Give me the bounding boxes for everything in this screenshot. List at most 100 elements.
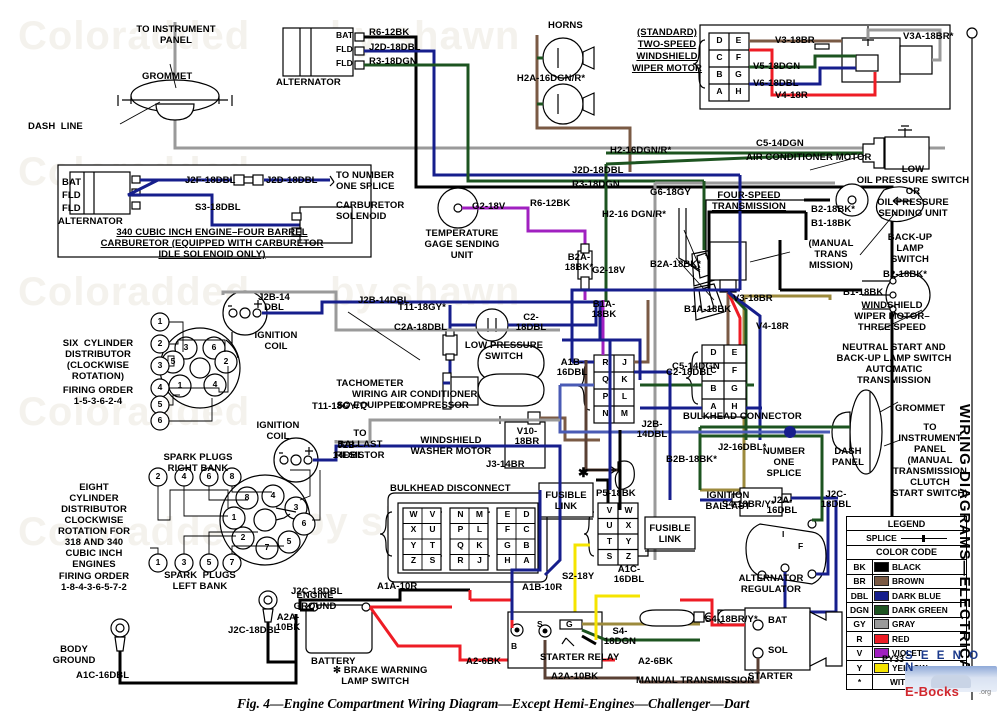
ebook-seen-text: S E E N O N <box>905 650 981 674</box>
label-alternator-regulator: ALTERNATOR REGULATOR <box>738 573 804 595</box>
p5-z: Z <box>625 551 632 561</box>
wire-label-v5-18dgn: V5-18DGN <box>753 61 801 72</box>
wire-label-a2a-10bk-ground: A1C-16DBL <box>76 670 130 681</box>
label-to-ballast-resistor: TO BALLAST RESISTOR <box>335 428 385 461</box>
body-ground-symbol <box>110 614 298 685</box>
label-grommet-right: GROMMET <box>895 403 946 414</box>
page-code: PY33 <box>882 654 905 664</box>
oil-pressure-sending-unit <box>835 183 869 217</box>
label-dash-line: DASH LINE <box>28 121 83 132</box>
wire-label-j2d-18dbl-top: J2D-18DBL <box>369 42 421 53</box>
label-alternator-box: ALTERNATOR <box>58 216 123 227</box>
grommet-dash-line-top <box>117 22 945 150</box>
bd-b: B <box>523 540 530 550</box>
wire-label-c2-18dbl: C2-18DBL <box>666 367 713 378</box>
cn-l: L <box>621 391 628 401</box>
legend-splice-row: SPLICE <box>847 530 966 544</box>
cn-k: K <box>621 374 628 384</box>
figure-caption: Fig. 4—Engine Compartment Wiring Diagram… <box>237 696 750 711</box>
legend-row-v: V VIOLET <box>847 645 966 660</box>
wire-label-a1a-10r: A1A-10R <box>377 581 418 592</box>
legend-abbr: R <box>847 632 873 646</box>
ignition-coil-2 <box>264 418 410 493</box>
cn-j: J <box>622 357 627 367</box>
label-carburetor-solenoid: CARBURETOR SOLENOID <box>336 200 405 222</box>
label-ignition-ballast: IGNITION BALLAST <box>705 490 751 512</box>
legend-name: VIOLET <box>892 648 922 659</box>
label-alt-fld1-top: FLD <box>336 44 353 54</box>
bulk-pin-g: G <box>731 383 738 393</box>
wire-label-j2f-18dbl: J2F-18DBL <box>185 175 236 186</box>
wire-label-c5-14dgn: C5-14DGN <box>756 138 804 149</box>
six-term-1: 1 <box>157 316 163 326</box>
six-term-6: 6 <box>157 415 163 425</box>
eight-cap-3: 3 <box>293 502 299 512</box>
bd-t: T <box>429 540 436 550</box>
label-to-instrument-panel-top: TO INSTRUMENT PANEL <box>136 24 216 46</box>
p5-y: Y <box>625 536 632 546</box>
label-eight-cylinder-distributor: EIGHT CYLINDER DISTRIBUTOR CLOCKWISE ROT… <box>57 482 131 570</box>
legend-abbr: GY <box>847 617 873 632</box>
p5-x: X <box>625 520 632 530</box>
bulk-pin-e: E <box>731 347 738 357</box>
wire-label-j2a-16dbl: J2A- 16DBL <box>766 495 798 516</box>
label-neutral-start: NEUTRAL START AND BACK-UP LAMP SWITCH AU… <box>836 342 952 386</box>
six-term-5: 5 <box>157 399 163 409</box>
eight-lb-1: 1 <box>155 557 161 567</box>
wire-label-g2-18v-2: G2-18V <box>592 265 626 276</box>
wire-label-j2-16dbl: J2-16DBL* <box>718 442 767 453</box>
wire-label-p5-18bk: P5-18BK <box>596 488 636 499</box>
six-cap-6: 6 <box>211 342 217 352</box>
six-term-3: 3 <box>157 360 163 370</box>
wire-label-s4-18br-y-2: S4-18BR/Y* <box>705 614 758 625</box>
cn-r: R <box>602 357 609 367</box>
connector-vwuxtysz <box>573 478 649 642</box>
ebook-car-shape <box>931 675 971 688</box>
label-to-instrument-panel-right: TO INSTRUMENT PANEL (MANUAL TRANSMISSION… <box>892 422 968 499</box>
label-starter-bat: BAT <box>768 615 788 626</box>
eight-cap-6: 6 <box>301 518 307 528</box>
cn-q: Q <box>602 374 609 384</box>
ignition-ballast <box>700 487 838 517</box>
bulk-pin-f: F <box>731 365 738 375</box>
legend-abbr: V <box>847 646 873 660</box>
legend-swatch <box>874 561 889 572</box>
label-engine-340-box-title: 340 CUBIC INCH ENGINE–FOUR BARREL CARBUR… <box>100 227 324 260</box>
bd-a: A <box>523 555 530 565</box>
wire-label-s4-18dgn: S4- 18DGN <box>603 626 637 647</box>
fusible-link-1 <box>538 482 594 520</box>
bd-j: J <box>477 555 482 565</box>
wire-label-b2a-18bk-2: B2A- 18BK* <box>564 252 594 273</box>
bulk-pin-a: A <box>710 401 717 411</box>
legend-title: LEGEND <box>887 518 926 529</box>
legend-swatch <box>874 648 889 659</box>
label-six-cylinder-distributor: SIX CYLINDER DISTRIBUTOR (CLOCKWISE ROTA… <box>62 338 134 382</box>
eight-rb-4: 4 <box>181 471 187 481</box>
wire-label-b1-18bk: B1-18BK <box>811 218 852 229</box>
wire-label-t11-18gy: T11-18GY* <box>398 302 446 313</box>
legend-abbr: Y <box>847 660 873 675</box>
ebook-org-text: .org <box>979 689 992 696</box>
legend-swatch <box>874 605 889 616</box>
connector-bullet <box>233 174 264 186</box>
air-conditioner-motor <box>604 125 930 302</box>
label-alt-bat-top: BAT <box>336 30 354 40</box>
label-windshield-washer-motor: WINDSHIELD WASHER MOTOR <box>410 435 492 457</box>
air-conditioner-compressor <box>442 344 545 410</box>
eight-lb-5: 5 <box>206 557 212 567</box>
label-low-pressure-switch: LOW PRESSURE SWITCH <box>464 340 544 362</box>
wire-label-s2-18y: S2-18Y <box>562 571 595 582</box>
legend-swatch <box>874 633 889 644</box>
legend-splice-label: SPLICE <box>866 533 897 544</box>
label-dash-panel: DASH PANEL <box>832 446 864 468</box>
legend-swatch-empty <box>874 678 887 686</box>
legend-swatch <box>874 662 889 673</box>
wire-label-b2a-18bk: B2A-18BK* <box>650 259 702 270</box>
six-term-2: 2 <box>157 338 163 348</box>
six-cap-5: 5 <box>170 356 176 366</box>
number-one-splice <box>784 426 796 438</box>
engine-ground-symbol <box>258 590 296 664</box>
relay-term-b: B <box>511 641 518 651</box>
p5-v: V <box>606 505 613 515</box>
